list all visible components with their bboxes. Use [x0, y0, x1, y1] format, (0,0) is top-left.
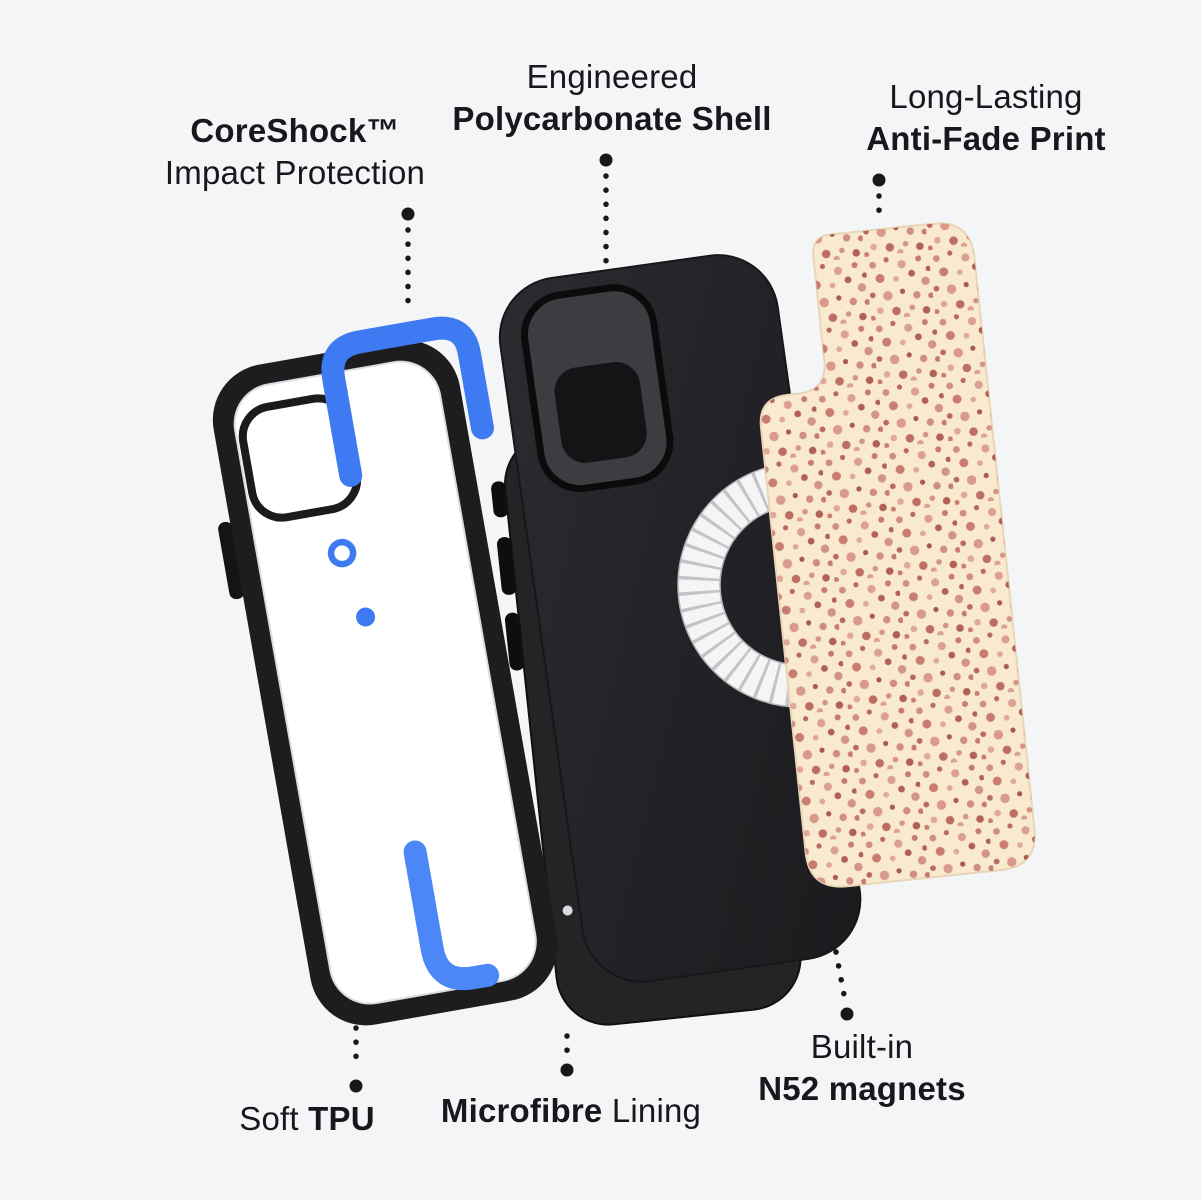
- print-layer: [759, 222, 1036, 888]
- callout-magnets-eyebrow: Built-in: [810, 1028, 914, 1065]
- connector-endpoint-dot: [349, 1079, 363, 1093]
- blue-bumper-bottom: [403, 840, 500, 991]
- connector-endpoint-dot: [599, 153, 613, 167]
- callout-tpu-title: TPU: [308, 1100, 375, 1137]
- connector-endpoint-dot: [872, 173, 886, 187]
- print-dot-texture: [760, 223, 1035, 887]
- connector-print: [872, 173, 886, 227]
- callout-lining-suffix: Lining: [611, 1092, 702, 1129]
- callout-shell: Engineered Polycarbonate Shell: [452, 56, 771, 139]
- callout-coreshock-subtitle: Impact Protection: [164, 153, 426, 191]
- connector-endpoint-dot: [401, 207, 415, 221]
- connector-lining: [560, 1033, 574, 1077]
- callout-magnets: Built-in N52 magnets: [758, 1026, 966, 1109]
- blue-bumper-top: [321, 316, 494, 487]
- tpu-case-layer: [212, 316, 558, 1026]
- callout-lining-title: Microfibre: [440, 1092, 603, 1129]
- callout-print-title: Anti-Fade Print: [866, 119, 1106, 157]
- connector-shell: [599, 153, 613, 265]
- callout-magnets-title: N52 magnets: [758, 1069, 966, 1107]
- shell-camera-recess: [554, 362, 647, 463]
- connector-coreshock: [401, 207, 415, 309]
- case-side-button: [218, 521, 245, 600]
- camera-accent-ring-blue: [327, 538, 357, 568]
- connector-endpoint-dot: [560, 1063, 574, 1077]
- lining-port-dot: [562, 905, 573, 916]
- lining-side-button: [491, 481, 509, 518]
- callout-connectors: [349, 153, 886, 1093]
- callout-coreshock-title: CoreShock™: [190, 112, 400, 149]
- callout-tpu-prefix: Soft: [239, 1100, 299, 1137]
- connector-endpoint-dot: [840, 1007, 854, 1021]
- connector-tpu: [349, 1025, 363, 1093]
- callout-print-eyebrow: Long-Lasting: [889, 78, 1083, 115]
- callout-shell-title: Polycarbonate Shell: [452, 99, 772, 137]
- camera-accent-dot-blue: [356, 607, 376, 627]
- callout-coreshock: CoreShock™ Impact Protection: [165, 110, 425, 193]
- connector-magnets: [833, 949, 854, 1021]
- connector-dotted-line: [833, 949, 848, 1003]
- callout-print: Long-Lasting Anti-Fade Print: [866, 76, 1106, 159]
- callout-lining: Microfibre Lining: [441, 1090, 701, 1132]
- callout-shell-eyebrow: Engineered: [526, 58, 698, 95]
- callout-tpu: Soft TPU: [239, 1098, 375, 1140]
